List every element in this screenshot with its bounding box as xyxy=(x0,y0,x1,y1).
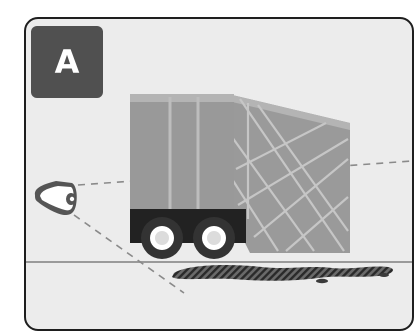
oil-spill-icon xyxy=(172,265,393,283)
truck-rear-wheel-2 xyxy=(193,217,235,259)
truck-body xyxy=(130,94,234,212)
garbage-truck-icon xyxy=(130,94,350,259)
illustration-panel: A xyxy=(24,17,414,331)
surveillance-camera-icon xyxy=(35,181,77,215)
panel-label-text: A xyxy=(55,46,80,78)
truck-rear-wheel-1 xyxy=(141,217,183,259)
truck-rear-loader xyxy=(228,94,350,253)
panel-label-badge: A xyxy=(31,26,103,98)
